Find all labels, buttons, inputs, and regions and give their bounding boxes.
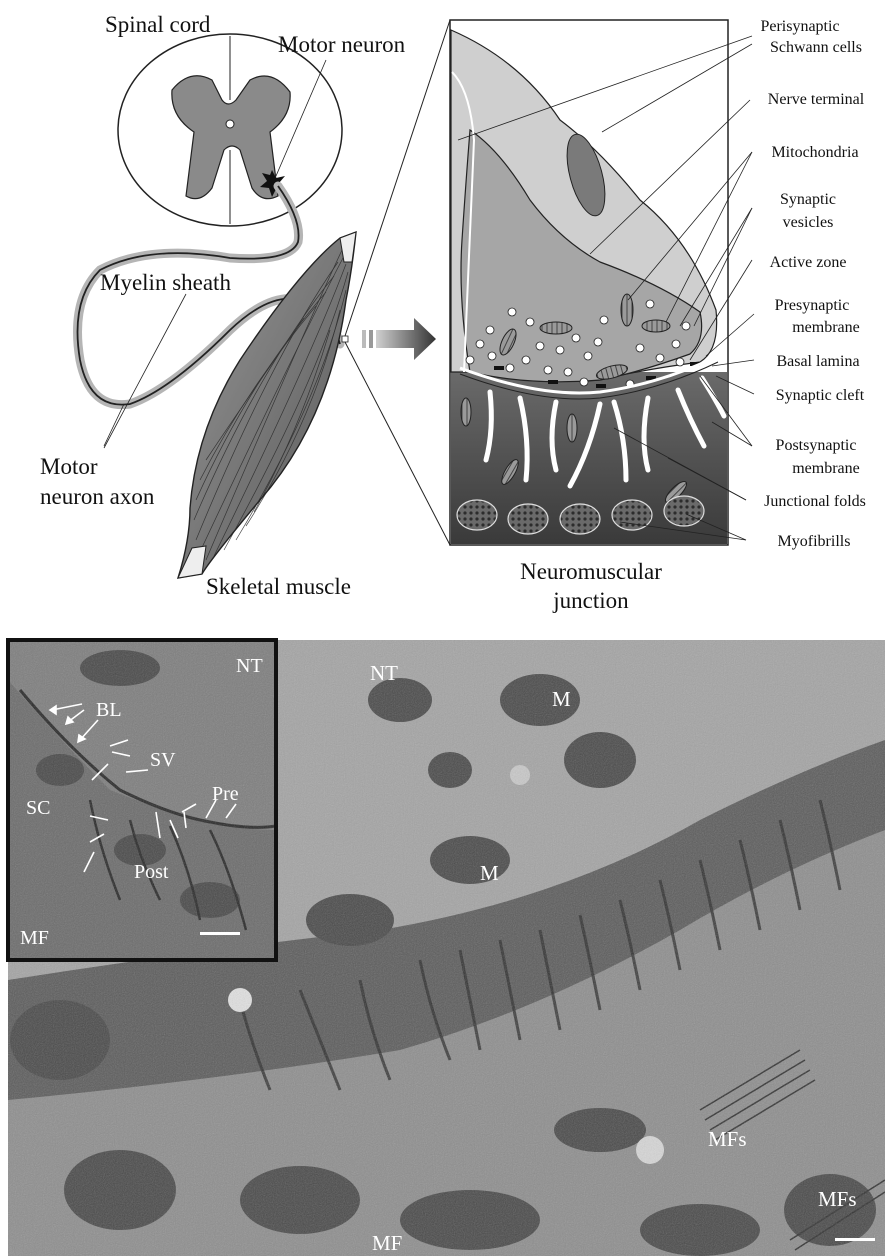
main-mfs-2-label: MFs xyxy=(818,1187,857,1211)
nmj-title-line2: junction xyxy=(552,588,629,613)
main-nt-label: NT xyxy=(370,661,398,685)
zoom-arrow xyxy=(362,318,436,360)
motor-neuron-axon-label-line2: neuron axon xyxy=(40,484,155,509)
inset-pre-label: Pre xyxy=(212,783,239,805)
electron-micrograph: NT BL SV Pre SC Post MF NT M M MFs MFs M… xyxy=(8,640,885,1256)
main-mfs-1-label: MFs xyxy=(708,1127,747,1151)
basal-lamina-label: Basal lamina xyxy=(776,353,859,370)
synaptic-vesicles-label-2: vesicles xyxy=(783,214,834,231)
spinal-cord xyxy=(118,34,342,226)
junctional-folds-label: Junctional folds xyxy=(764,493,866,510)
motor-neuron-axon-label-line1: Motor xyxy=(40,454,98,479)
active-zone-label: Active zone xyxy=(770,254,847,271)
perisynaptic-label-2: Schwann cells xyxy=(770,39,862,56)
perisynaptic-label-1: Perisynaptic xyxy=(760,18,839,35)
spinal-cord-label: Spinal cord xyxy=(105,12,211,37)
inset-mf-label: MF xyxy=(20,927,49,949)
inset-sc-label: SC xyxy=(26,797,50,819)
skeletal-muscle-label: Skeletal muscle xyxy=(206,574,351,599)
nerve-terminal-label: Nerve terminal xyxy=(768,91,865,108)
synaptic-cleft-label: Synaptic cleft xyxy=(776,387,865,404)
mitochondria-label: Mitochondria xyxy=(771,144,858,161)
nmj-title-line1: Neuromuscular xyxy=(520,559,662,584)
inset-nt-label: NT xyxy=(236,655,263,677)
myofibrills-label: Myofibrills xyxy=(778,533,851,550)
postsynaptic-label-2: membrane xyxy=(792,460,860,477)
inset-bl-label: BL xyxy=(96,699,122,721)
presynaptic-label-2: membrane xyxy=(792,319,860,336)
main-m-top-label: M xyxy=(552,687,571,711)
inset-sv-label: SV xyxy=(150,749,176,771)
main-mf-label: MF xyxy=(372,1231,402,1255)
diagram-panel: Spinal cord Motor neuron Myelin sheath M… xyxy=(40,12,866,613)
myelin-sheath-label: Myelin sheath xyxy=(100,270,231,295)
inset-post-label: Post xyxy=(134,861,169,883)
main-m-mid-label: M xyxy=(480,861,499,885)
postsynaptic-label-1: Postsynaptic xyxy=(776,437,857,454)
synaptic-vesicles-label-1: Synaptic xyxy=(780,191,836,208)
motor-neuron-label: Motor neuron xyxy=(278,32,406,57)
presynaptic-label-1: Presynaptic xyxy=(775,297,850,314)
